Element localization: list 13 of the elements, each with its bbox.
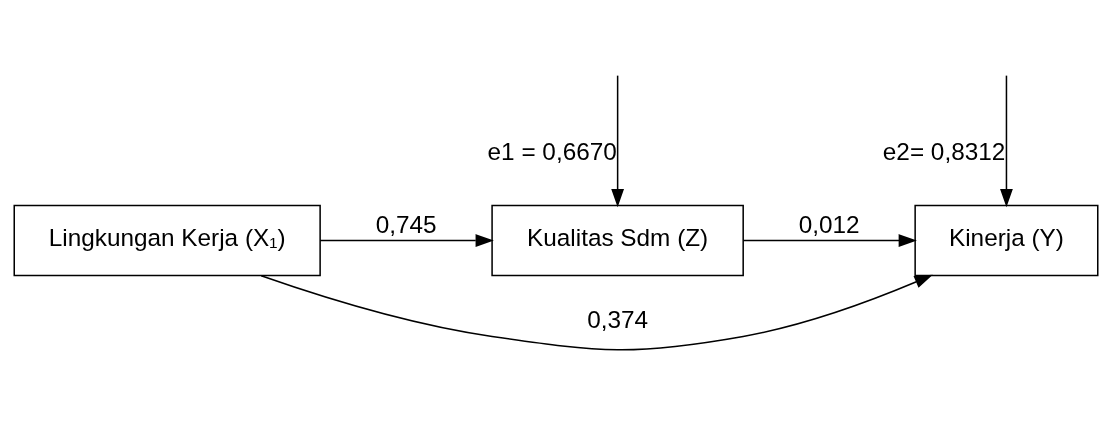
arrow (319, 234, 494, 247)
edge-label: 0,374 (587, 306, 649, 334)
node-box: Lingkungan Kerja (X₁) (13, 204, 321, 277)
arrow (1000, 74, 1013, 208)
arrow (742, 234, 917, 247)
edge-label: e2= 0,8312 (882, 137, 1006, 165)
node-box: Kinerja (Y) (914, 204, 1099, 277)
arrow (260, 274, 933, 351)
edge-label: 0,012 (798, 210, 860, 238)
edge-label: e1 = 0,6670 (487, 137, 617, 165)
node-box: Kualitas Sdm (Z) (491, 204, 744, 277)
edge-label: 0,745 (375, 210, 437, 238)
arrow (611, 74, 625, 208)
